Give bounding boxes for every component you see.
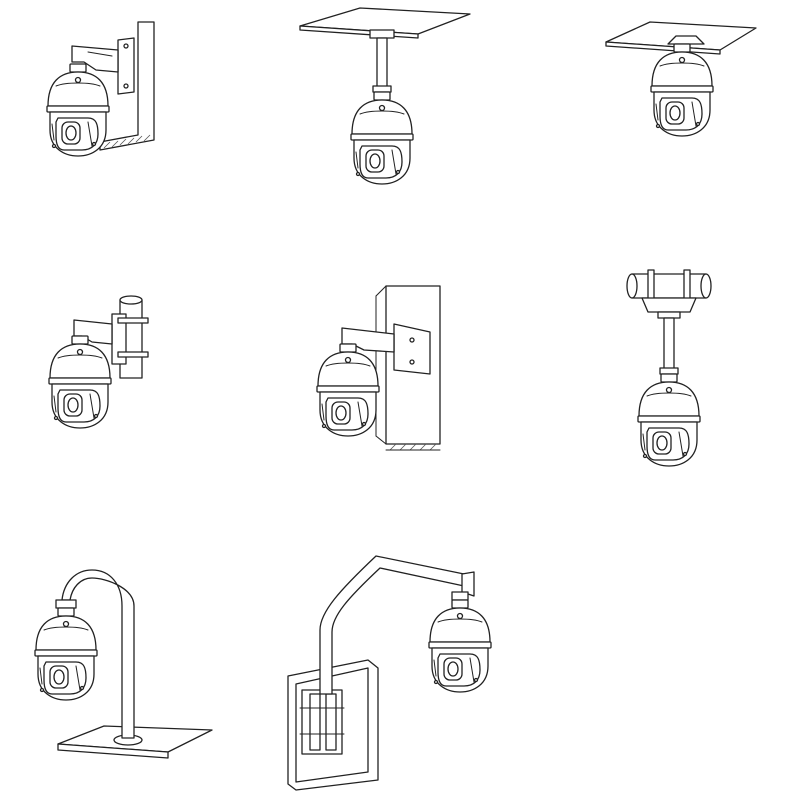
pole-mount-item xyxy=(48,295,149,429)
corner-mount-item xyxy=(316,285,441,451)
pipe-pendant-mount-item xyxy=(626,269,712,467)
pendant-ceiling-mount-item xyxy=(299,7,471,185)
gooseneck-floor-mount-item xyxy=(34,569,213,759)
wall-mount-item xyxy=(46,21,155,157)
flush-ceiling-mount-item xyxy=(605,21,757,137)
wall-arm-pole-mount-item xyxy=(287,555,492,791)
